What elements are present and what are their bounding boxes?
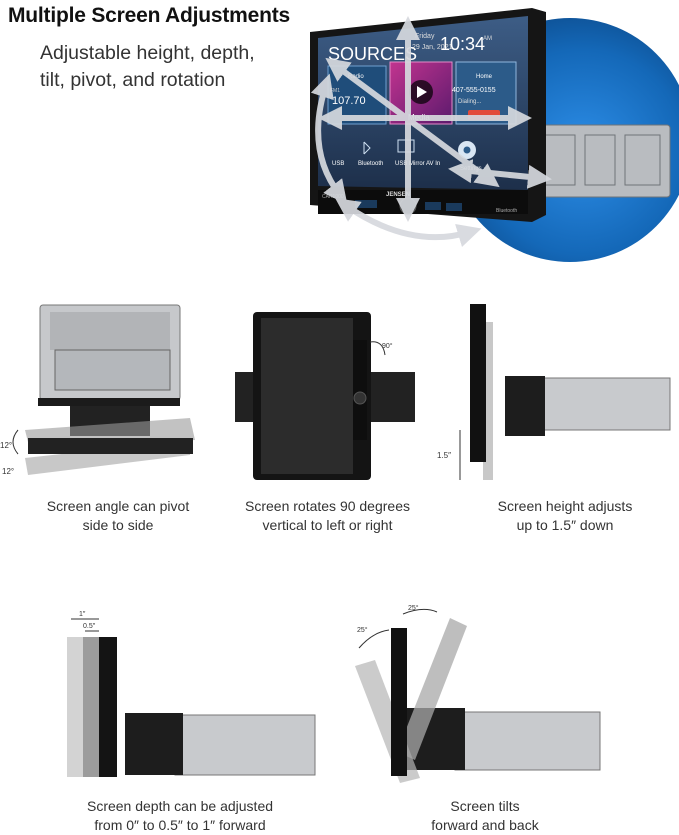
radio-band: FM1	[330, 88, 340, 94]
tile-usb[interactable]: USB	[332, 161, 344, 167]
subtitle-line-1: Adjustable height, depth,	[40, 42, 255, 64]
tilt-chassis	[454, 711, 601, 771]
height-caption-line-1: Screen height adjusts	[497, 498, 633, 514]
screen-time-suffix: AM	[483, 36, 492, 42]
phone-status: Dialing...	[458, 99, 482, 105]
height-caption: Screen height adjusts up to 1.5″ down	[465, 497, 665, 535]
depth-caption: Screen depth can be adjusted from 0″ to …	[60, 797, 300, 835]
height-illustration: 1.5″	[437, 304, 671, 480]
pivot-arrow	[12, 429, 19, 455]
phone-number: 407-555-0155	[452, 87, 496, 94]
tile-av-in[interactable]: AV In	[426, 161, 440, 167]
pivot-caption-line-2: side to side	[82, 517, 154, 533]
rotate-arrow	[369, 341, 386, 356]
height-measure-label: 1.5″	[437, 451, 451, 460]
depth-caption-line-2: from 0″ to 0.5″ to 1″ forward	[94, 817, 266, 833]
tilt-caption-line-2: forward and back	[431, 817, 539, 833]
pivot-caption-line-1: Screen angle can pivot	[46, 498, 190, 514]
bluetooth-badge: Bluetooth	[496, 208, 517, 214]
depth-screen-0in	[99, 637, 117, 777]
pivot-illustration: 12° 12°	[0, 304, 195, 476]
rotate-caption-line-2: vertical to left or right	[262, 517, 393, 533]
screen-time: 10:34	[440, 34, 485, 54]
rotate-knob	[353, 391, 367, 405]
pivot-caption: Screen angle can pivot side to side	[18, 497, 218, 535]
height-screen	[470, 304, 486, 462]
depth-measure-1-label: 1″	[79, 611, 86, 618]
tilt-caption-line-1: Screen tilts	[450, 798, 520, 814]
depth-screen-05in	[83, 637, 101, 777]
height-caption-line-2: up to 1.5″ down	[516, 517, 614, 533]
rotate-button-column	[353, 340, 367, 440]
screen-date: 29 Jan, 2021	[412, 44, 453, 51]
subtitle-line-2: tilt, pivot, and rotation	[40, 69, 226, 91]
rotate-caption-line-1: Screen rotates 90 degrees	[245, 498, 410, 514]
radio-frequency: 107.70	[332, 95, 366, 107]
page-title: Multiple Screen Adjustments	[8, 4, 291, 27]
hero-head-unit-illustration: SOURCES Friday 29 Jan, 2021 10:34 AM Rad…	[310, 8, 679, 262]
chassis	[524, 124, 671, 198]
hw-button-2[interactable]	[425, 202, 441, 210]
pivot-screen	[28, 438, 193, 454]
tilt-angle-left: 25°	[357, 626, 368, 634]
depth-caption-line-1: Screen depth can be adjusted	[86, 798, 274, 814]
depth-chassis	[174, 714, 316, 776]
depth-measure-05-label: 0.5″	[83, 623, 96, 630]
screen-title: SOURCES	[328, 44, 417, 64]
tilt-screen	[391, 628, 407, 776]
tilt-caption: Screen tilts forward and back	[385, 797, 585, 835]
adjust-arrows	[310, 15, 552, 247]
subtitle: Adjustable height, depth, tilt, pivot, a…	[40, 40, 310, 94]
pivot-angle-top: 12°	[0, 441, 12, 450]
screen-day: Friday	[415, 33, 435, 40]
height-screen-lowered	[483, 322, 493, 480]
hw-button-1[interactable]	[355, 200, 377, 208]
depth-screen-1in	[67, 637, 85, 777]
tilt-screen-forward	[397, 618, 467, 760]
rotate-illustration: 90°	[235, 312, 415, 480]
tile-bluetooth[interactable]: Bluetooth	[358, 161, 383, 167]
height-chassis	[534, 377, 671, 431]
tilt-illustration: 25° 25°	[355, 604, 601, 783]
rotate-caption: Screen rotates 90 degrees vertical to le…	[225, 497, 430, 535]
hw-button-3[interactable]	[446, 203, 462, 211]
model-label: CAR1000	[322, 194, 344, 200]
rotate-angle: 90°	[382, 342, 393, 350]
tilt-angle-right: 25°	[408, 604, 419, 612]
depth-illustration: 1″ 0.5″	[67, 611, 316, 777]
tilt-arrow-right	[402, 608, 438, 615]
phone-label: Home	[476, 74, 493, 80]
pivot-angle-bottom: 12°	[2, 467, 14, 476]
tilt-arrow-left	[358, 629, 390, 649]
